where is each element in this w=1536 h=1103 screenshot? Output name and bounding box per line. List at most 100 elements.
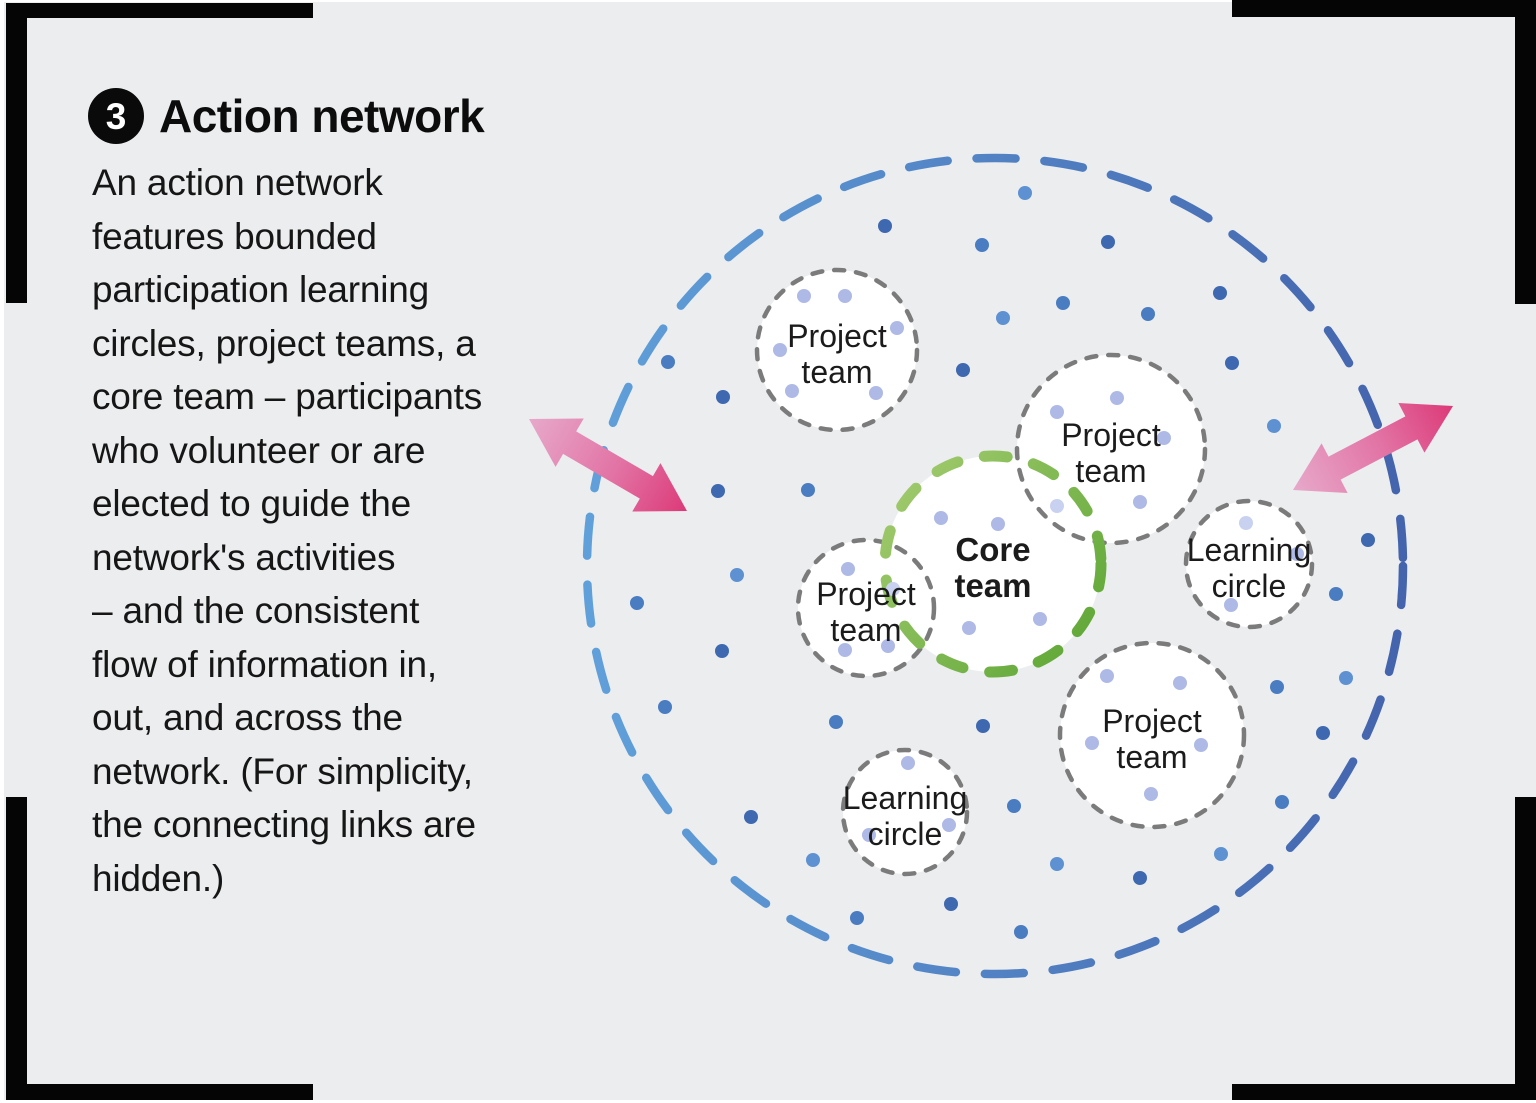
background-dot xyxy=(996,311,1010,325)
background-dot xyxy=(730,568,744,582)
description-line: who volunteer or are xyxy=(92,429,426,471)
background-dot xyxy=(1014,925,1028,939)
background-dot xyxy=(1018,186,1032,200)
flow-arrow-shape xyxy=(529,418,687,512)
background-dot xyxy=(658,700,672,714)
member-dot xyxy=(1085,736,1099,750)
background-dot xyxy=(801,483,815,497)
background-dot xyxy=(1101,235,1115,249)
background-dot xyxy=(744,810,758,824)
background-dot xyxy=(956,363,970,377)
flow-arrow-shape xyxy=(1292,403,1454,493)
member-dot xyxy=(838,643,852,657)
description-line: An action network xyxy=(92,162,383,203)
member-dot xyxy=(869,386,883,400)
flow-arrow xyxy=(529,418,687,512)
background-dot xyxy=(1316,726,1330,740)
corner-bracket-top-left-vertical xyxy=(6,3,27,303)
member-dot xyxy=(901,756,915,770)
background-dot xyxy=(1225,356,1239,370)
member-dot xyxy=(862,828,876,842)
description-line: network. (For simplicity, xyxy=(92,750,473,792)
background-dot xyxy=(1133,871,1147,885)
cluster-fill-learning xyxy=(1186,501,1312,627)
corner-bracket-top-right-horizontal xyxy=(1232,0,1536,17)
cluster-fill-learning xyxy=(843,750,967,874)
member-dot xyxy=(886,582,900,596)
member-dot xyxy=(881,639,895,653)
background-dot xyxy=(806,853,820,867)
flow-arrow xyxy=(1292,403,1454,493)
member-dot xyxy=(1050,499,1064,513)
member-dot xyxy=(1133,495,1147,509)
description-line: network's activities xyxy=(92,536,396,578)
background-dot xyxy=(1213,286,1227,300)
member-dot xyxy=(1239,516,1253,530)
background-dot xyxy=(1270,680,1284,694)
member-dot xyxy=(1194,738,1208,752)
description-line: features bounded xyxy=(92,215,377,257)
corner-bracket-bottom-right-horizontal xyxy=(1232,1084,1536,1100)
background-dot xyxy=(1141,307,1155,321)
background-dot xyxy=(944,897,958,911)
cluster-circle-project xyxy=(795,537,937,679)
description-line: circles, project teams, a xyxy=(92,322,476,364)
member-dot xyxy=(1144,787,1158,801)
member-dot xyxy=(1290,547,1304,561)
description-line: the connecting links are xyxy=(92,804,476,845)
background-dot xyxy=(1267,419,1281,433)
background-dot xyxy=(715,644,729,658)
description-line: hidden.) xyxy=(92,857,225,899)
corner-bracket-bottom-right-vertical xyxy=(1515,797,1536,1100)
member-dot xyxy=(1050,405,1064,419)
background-dot xyxy=(1007,799,1021,813)
background-dot xyxy=(829,715,843,729)
background-dot xyxy=(1339,671,1353,685)
cluster-fill-core xyxy=(885,456,1101,672)
cluster-circle-learning xyxy=(840,747,970,877)
description-line: flow of information in, xyxy=(92,643,438,685)
corner-bracket-bottom-left-vertical xyxy=(6,797,27,1100)
background-dot xyxy=(630,596,644,610)
member-dot xyxy=(797,289,811,303)
member-dot xyxy=(773,343,787,357)
member-dot xyxy=(1033,612,1047,626)
member-dot xyxy=(934,511,948,525)
member-dot xyxy=(1173,676,1187,690)
background-dot xyxy=(1361,533,1375,547)
background-dot xyxy=(1275,795,1289,809)
cluster-circle-learning xyxy=(1183,498,1315,630)
member-dot xyxy=(942,818,956,832)
background-dot xyxy=(1329,587,1343,601)
cluster-circle-project xyxy=(754,267,920,433)
background-dot xyxy=(976,719,990,733)
background-dot xyxy=(1056,296,1070,310)
background-dot xyxy=(1214,847,1228,861)
member-dot xyxy=(1224,598,1238,612)
member-dot xyxy=(785,384,799,398)
outer-boundary-circle xyxy=(582,153,1408,979)
member-dot xyxy=(962,621,976,635)
member-dot xyxy=(890,321,904,335)
member-dot xyxy=(841,562,855,576)
member-dot xyxy=(1157,431,1171,445)
background-dot xyxy=(850,911,864,925)
background-dot xyxy=(1050,857,1064,871)
description-line: participation learning xyxy=(92,269,430,310)
header: 3 Action network xyxy=(88,88,485,144)
background-dot xyxy=(661,355,675,369)
description-line: out, and across the xyxy=(92,697,403,738)
member-dot xyxy=(991,517,1005,531)
background-dot xyxy=(878,219,892,233)
description-line: core team – participants xyxy=(92,376,483,417)
corner-bracket-top-right-vertical xyxy=(1515,0,1536,304)
cluster-circle-project xyxy=(1057,640,1247,830)
